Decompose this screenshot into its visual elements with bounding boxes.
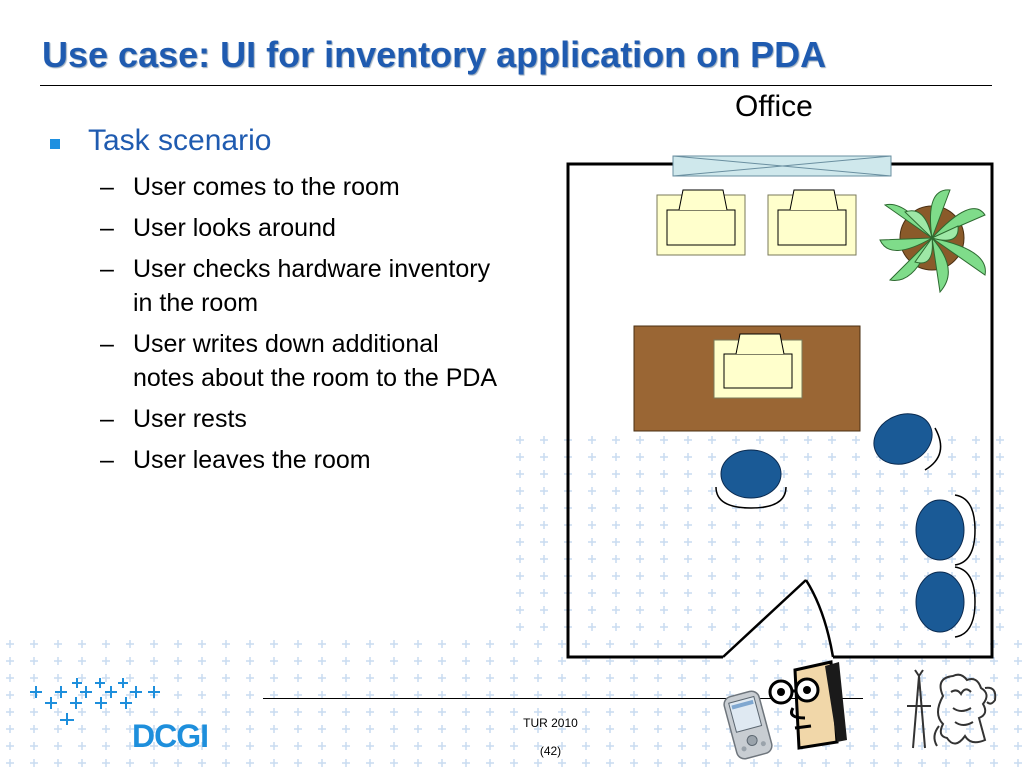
chair-icon [915, 566, 976, 638]
scenario-list: –User comes to the room –User looks arou… [100, 170, 500, 484]
list-item-text: User comes to the room [133, 173, 400, 201]
page-number: (42) [539, 744, 562, 758]
list-item-text: User looks around [133, 214, 336, 242]
chair-icon [715, 449, 787, 509]
dash-marker: – [100, 330, 114, 358]
slide-title: Use case: UI for inventory application o… [42, 34, 827, 75]
dash-marker: – [100, 405, 114, 433]
logo-text: DCGI [132, 718, 209, 754]
list-item: –User looks around [100, 211, 500, 245]
window-icon [672, 155, 892, 177]
list-item: –User checks hardware inventory in the r… [100, 252, 500, 320]
list-item: –User comes to the room [100, 170, 500, 204]
square-bullet-icon [50, 139, 60, 149]
door-icon [722, 579, 835, 660]
monitor-icon [656, 189, 746, 256]
list-item-text: User leaves the room [133, 446, 371, 474]
pda-device-icon [723, 690, 773, 760]
monitor-icon [767, 189, 857, 256]
university-emblem-icon [907, 669, 997, 749]
dash-marker: – [100, 214, 114, 242]
list-item-text: User checks hardware inventory in the ro… [133, 255, 491, 317]
mascot-face-icon [768, 660, 847, 750]
chair-icon [873, 413, 942, 471]
footer-course: TUR 2010 [523, 716, 578, 730]
dash-marker: – [100, 255, 114, 283]
list-item-text: User writes down additional notes about … [133, 330, 498, 392]
bullet-task-scenario: Task scenario [88, 124, 272, 157]
list-item: –User writes down additional notes about… [100, 327, 500, 395]
chair-icon [915, 494, 976, 566]
logo-crosses-icon [30, 678, 160, 725]
dash-marker: – [100, 173, 114, 201]
office-label: Office [735, 90, 813, 123]
list-item: –User leaves the room [100, 443, 500, 477]
title-divider [40, 85, 992, 86]
office-floorplan [566, 155, 994, 660]
dash-marker: – [100, 446, 114, 474]
footer-divider [263, 698, 863, 699]
list-item: –User rests [100, 402, 500, 436]
plant-icon [879, 189, 986, 294]
list-item-text: User rests [133, 405, 247, 433]
desk-icon [633, 325, 861, 432]
